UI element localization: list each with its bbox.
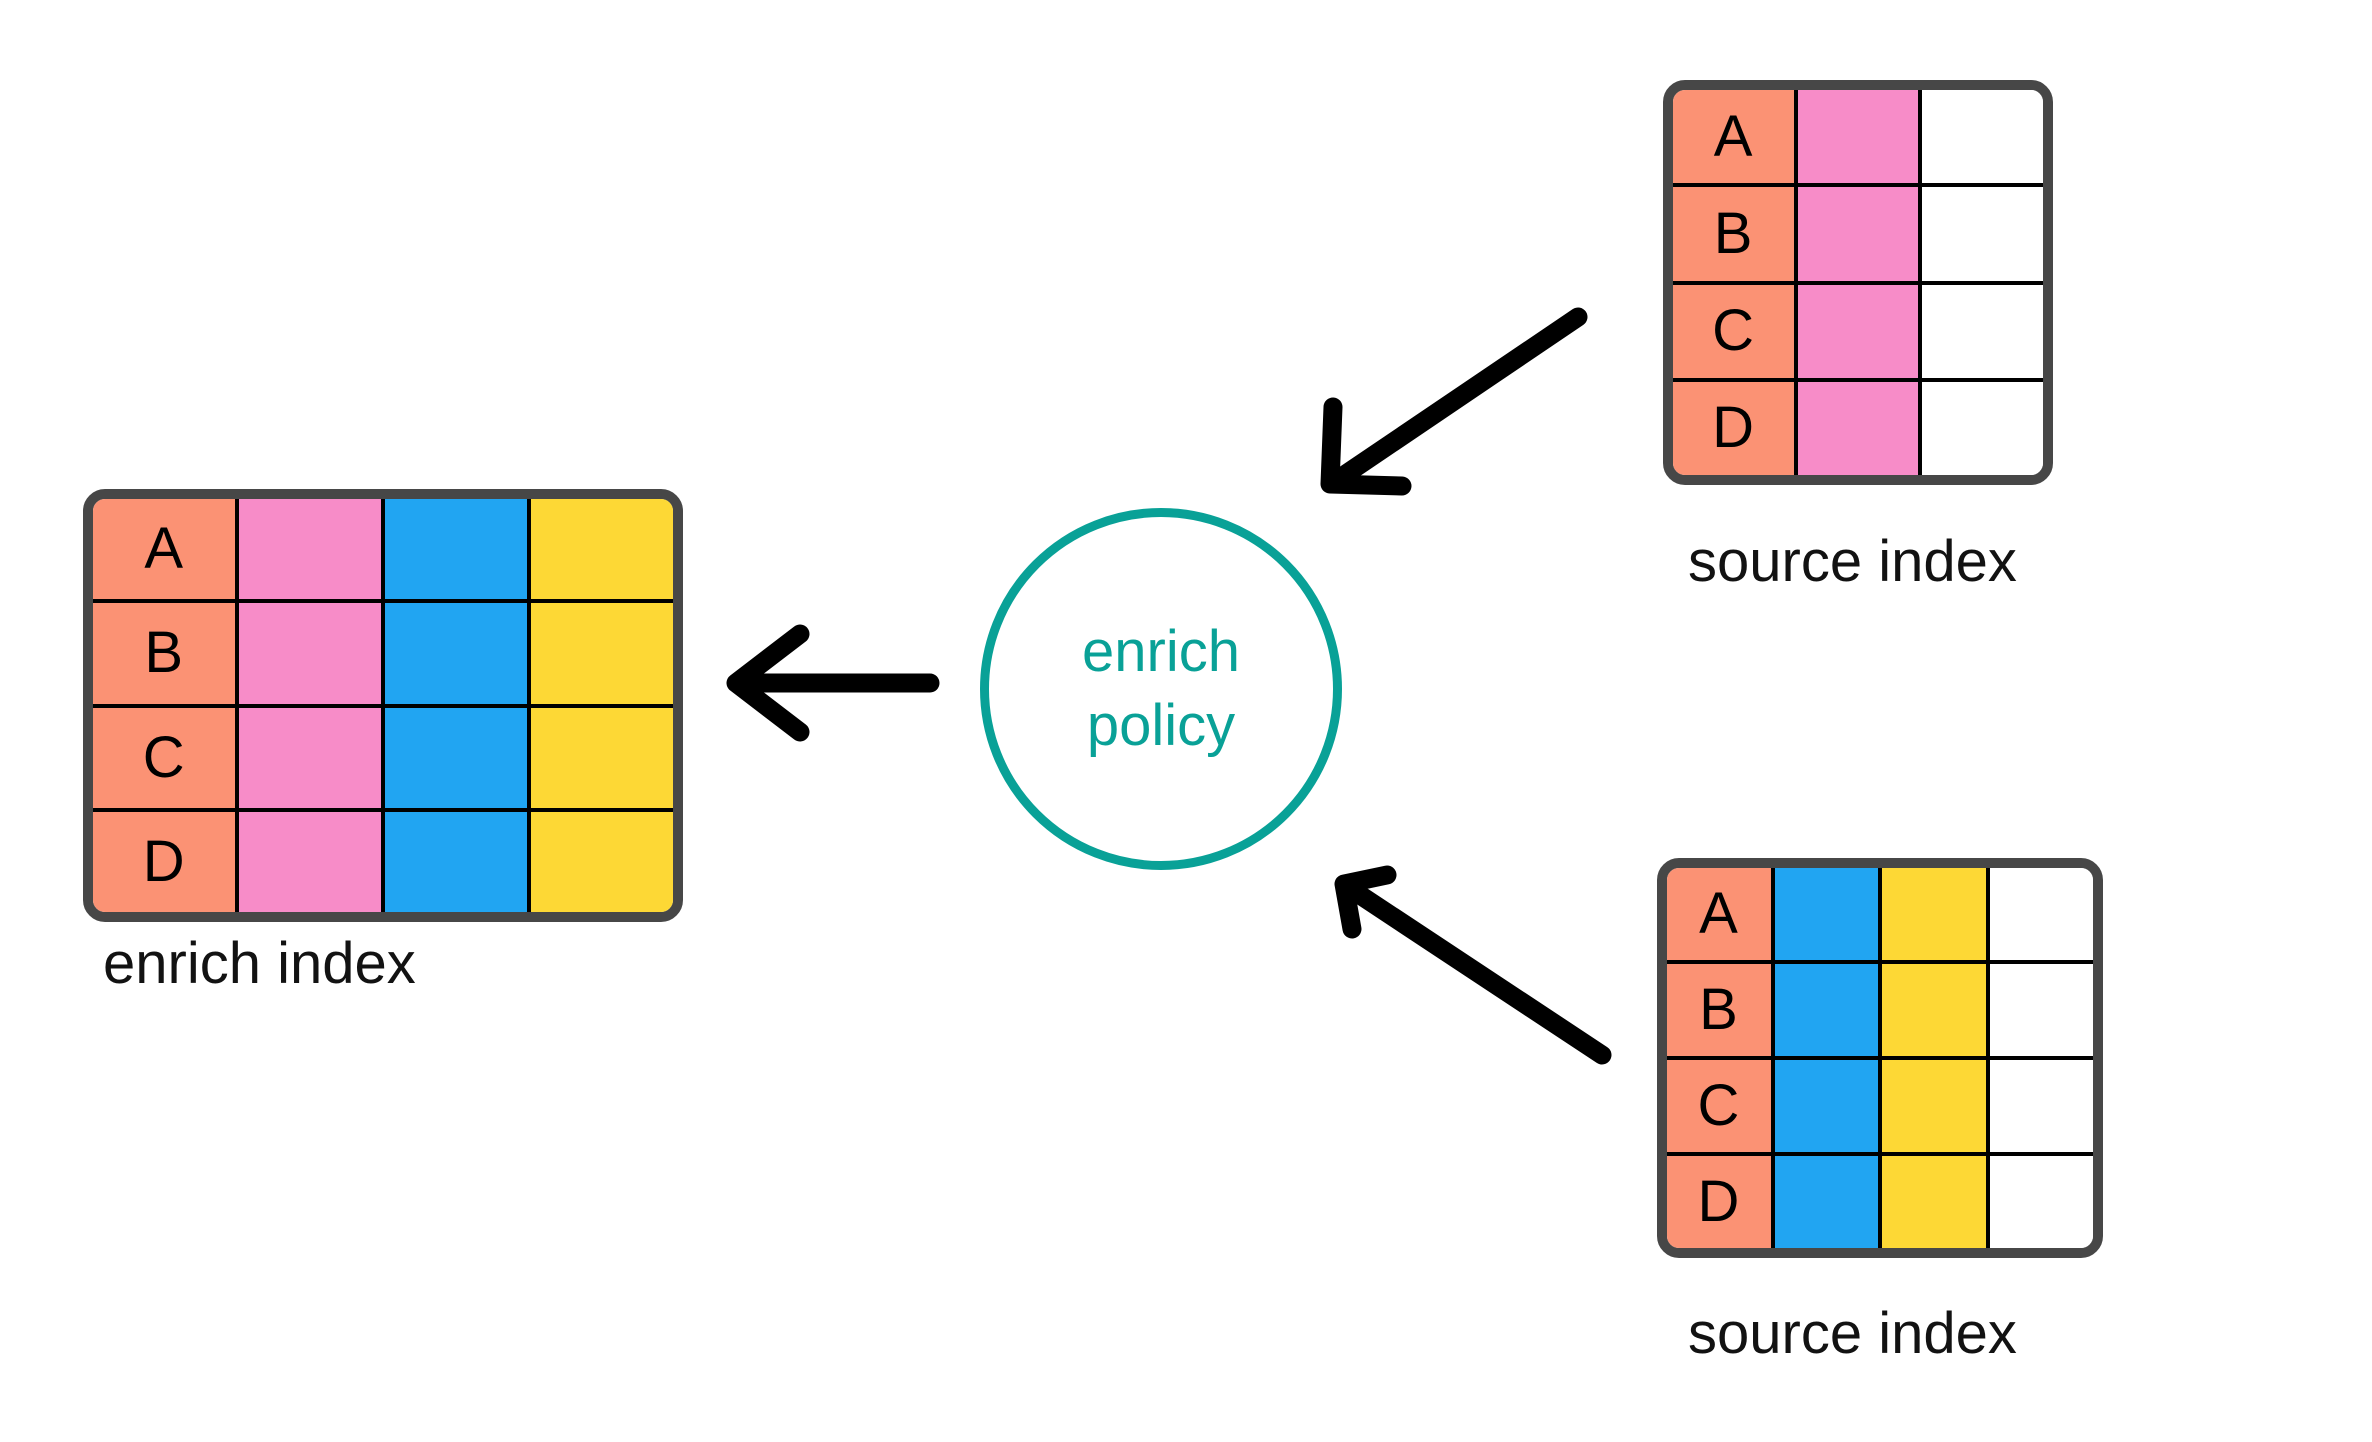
source-index-top-caption: source index (1688, 529, 2017, 594)
table-row: A (1673, 90, 2043, 184)
value-cell-blue (381, 707, 527, 808)
value-cell-empty (1918, 284, 2043, 378)
row-key-label: C (1712, 298, 1755, 364)
value-cell-empty (1918, 187, 2043, 281)
value-cell-pink (235, 499, 381, 600)
key-cell: A (1667, 868, 1771, 960)
table-row: B (1673, 183, 2043, 281)
table-row: D (93, 807, 673, 912)
row-key-label: B (1699, 977, 1739, 1042)
value-cell-yellow (1878, 868, 1986, 960)
row-key-label: A (144, 516, 184, 582)
value-cell-yellow (1878, 1156, 1986, 1248)
key-cell: C (1673, 284, 1794, 378)
row-key-label: D (142, 828, 186, 894)
row-key-label: B (144, 620, 184, 686)
key-cell: B (1667, 964, 1771, 1056)
value-cell-yellow (1878, 964, 1986, 1056)
value-cell-pink (1793, 90, 1919, 184)
table-row: B (93, 599, 673, 704)
value-cell-blue (381, 499, 527, 600)
value-cell-empty (1985, 964, 2093, 1056)
value-cell-yellow (527, 603, 673, 704)
key-cell: B (1673, 187, 1794, 281)
value-cell-pink (1793, 187, 1919, 281)
key-cell: D (93, 811, 235, 912)
enrich-policy-line-1: enrich (1082, 618, 1240, 684)
value-cell-yellow (527, 811, 673, 912)
row-key-label: A (1713, 103, 1753, 169)
row-key-label: D (1712, 395, 1755, 461)
key-cell: A (1673, 90, 1794, 184)
key-cell: B (93, 603, 235, 704)
row-key-label: D (1697, 1169, 1740, 1234)
row-key-label: B (1713, 200, 1753, 266)
value-cell-blue (381, 811, 527, 912)
row-key-label: A (1699, 881, 1739, 946)
enrich-policy-node[interactable]: enrich policy (980, 508, 1342, 870)
enrich-policy-line-2: policy (1086, 693, 1236, 758)
value-cell-blue (1770, 964, 1878, 1056)
value-cell-blue (1770, 1156, 1878, 1248)
value-cell-blue (1770, 1060, 1878, 1152)
value-cell-empty (1918, 381, 2043, 475)
key-cell: C (93, 707, 235, 808)
row-key-label: C (1697, 1073, 1740, 1138)
table-row: C (1667, 1056, 2093, 1152)
value-cell-pink (1793, 284, 1919, 378)
table-row: C (1673, 280, 2043, 378)
key-cell: A (93, 499, 235, 600)
source-index-bottom-table: A B C D (1657, 858, 2103, 1258)
value-cell-yellow (1878, 1060, 1986, 1152)
table-row: B (1667, 960, 2093, 1056)
value-cell-empty (1985, 1060, 2093, 1152)
value-cell-blue (381, 603, 527, 704)
value-cell-pink (235, 811, 381, 912)
table-row: A (1667, 868, 2093, 960)
table-row: D (1673, 377, 2043, 475)
source-index-top-table: A B C D (1663, 80, 2053, 485)
value-cell-empty (1985, 1156, 2093, 1248)
table-row: A (93, 499, 673, 600)
table-row: D (1667, 1152, 2093, 1248)
row-key-label: C (142, 724, 186, 790)
value-cell-yellow (527, 499, 673, 600)
enrich-index-table: A B C D (83, 489, 683, 922)
value-cell-empty (1918, 90, 2043, 184)
value-cell-pink (235, 707, 381, 808)
value-cell-yellow (527, 707, 673, 808)
value-cell-pink (1793, 381, 1919, 475)
source-index-bottom-caption: source index (1688, 1301, 2017, 1366)
key-cell: D (1667, 1156, 1771, 1248)
enrich-index-caption: enrich index (103, 931, 416, 996)
key-cell: D (1673, 381, 1794, 475)
key-cell: C (1667, 1060, 1771, 1152)
value-cell-blue (1770, 868, 1878, 960)
value-cell-empty (1985, 868, 2093, 960)
table-row: C (93, 703, 673, 808)
value-cell-pink (235, 603, 381, 704)
